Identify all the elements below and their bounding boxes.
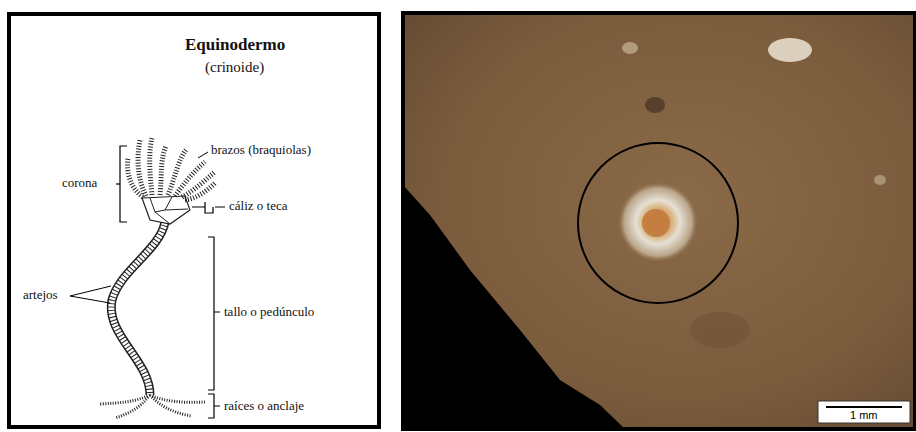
- panel-frame: [9, 14, 379, 427]
- scale-bar: [826, 406, 902, 408]
- crinoid-ossicle: [618, 182, 698, 262]
- part-label: artejos: [23, 288, 58, 302]
- part-label: corona: [62, 176, 97, 190]
- scale-label: 1 mm: [850, 409, 878, 421]
- part-label: brazos (braquiolas): [211, 143, 311, 157]
- subtitle: (crinoide): [205, 59, 264, 76]
- highlight-circle: [578, 143, 738, 303]
- part-label: cáliz o teca: [229, 199, 287, 213]
- part-label: tallo o pedúnculo: [224, 305, 314, 319]
- rock-photo: [403, 13, 915, 429]
- part-label: raíces o anclaje: [224, 399, 304, 413]
- diagram-title: Equinodermo: [185, 36, 285, 55]
- photo-shadow: [403, 185, 625, 429]
- scale-box: [818, 401, 910, 423]
